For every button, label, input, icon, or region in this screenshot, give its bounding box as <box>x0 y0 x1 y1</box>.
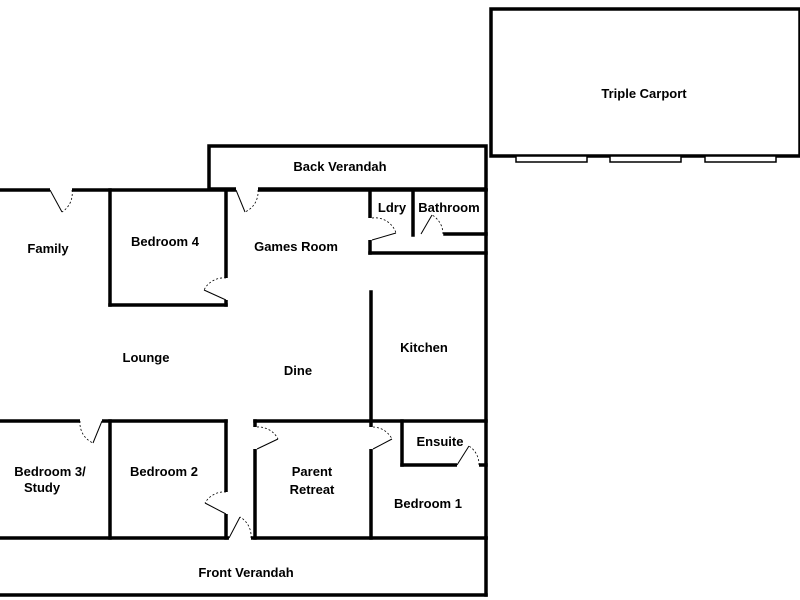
carport <box>489 7 800 163</box>
carport-opening-2 <box>609 155 682 163</box>
label-kitchen: Kitchen <box>400 340 448 355</box>
interior-walls <box>0 188 488 540</box>
label-bedroom-1: Bedroom 1 <box>394 496 462 511</box>
label-back-verandah: Back Verandah <box>293 159 386 174</box>
label-family: Family <box>27 241 69 256</box>
carport-opening-1 <box>515 155 588 163</box>
label-ldry: Ldry <box>378 200 407 215</box>
label-parent-retreat-line2: Retreat <box>290 482 335 497</box>
carport-outline <box>489 7 800 158</box>
label-bathroom: Bathroom <box>418 200 479 215</box>
label-dine: Dine <box>284 363 312 378</box>
label-bedroom-4: Bedroom 4 <box>131 234 200 249</box>
label-bedroom-3-line2: Study <box>24 480 61 495</box>
label-bedroom-2: Bedroom 2 <box>130 464 198 479</box>
label-bedroom-3-line1: Bedroom 3/ <box>14 464 86 479</box>
room-labels: Triple Carport Back Verandah Ldry Bathro… <box>14 86 687 580</box>
label-parent-retreat-line1: Parent <box>292 464 333 479</box>
house-outer-walls <box>0 188 488 540</box>
label-front-verandah: Front Verandah <box>198 565 293 580</box>
front-verandah-outline <box>0 536 488 597</box>
label-games-room: Games Room <box>254 239 338 254</box>
doors <box>49 187 480 541</box>
carport-opening-3 <box>704 155 777 163</box>
label-lounge: Lounge <box>123 350 170 365</box>
label-ensuite: Ensuite <box>417 434 464 449</box>
label-triple-carport: Triple Carport <box>601 86 687 101</box>
